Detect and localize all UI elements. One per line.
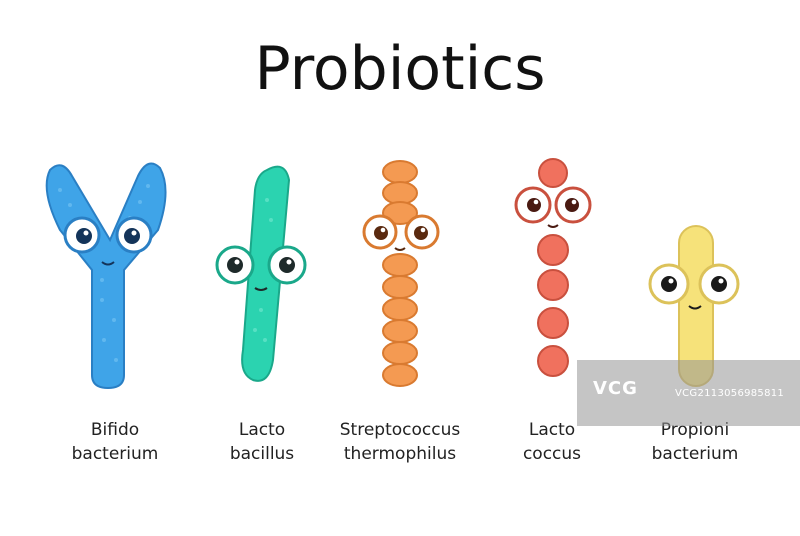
- lactobacillus-illustration: [215, 165, 307, 382]
- eyes: [63, 216, 153, 266]
- streptococcus-illustration: [362, 160, 440, 387]
- bifidobacterium-illustration: [45, 162, 167, 390]
- lactococcus-illustration: [514, 158, 592, 377]
- page-title: Probiotics: [254, 34, 546, 104]
- watermark: VCG VCG2113056985811: [577, 360, 800, 426]
- watermark-code: VCG2113056985811: [675, 388, 785, 399]
- watermark-logo: VCG: [593, 378, 638, 399]
